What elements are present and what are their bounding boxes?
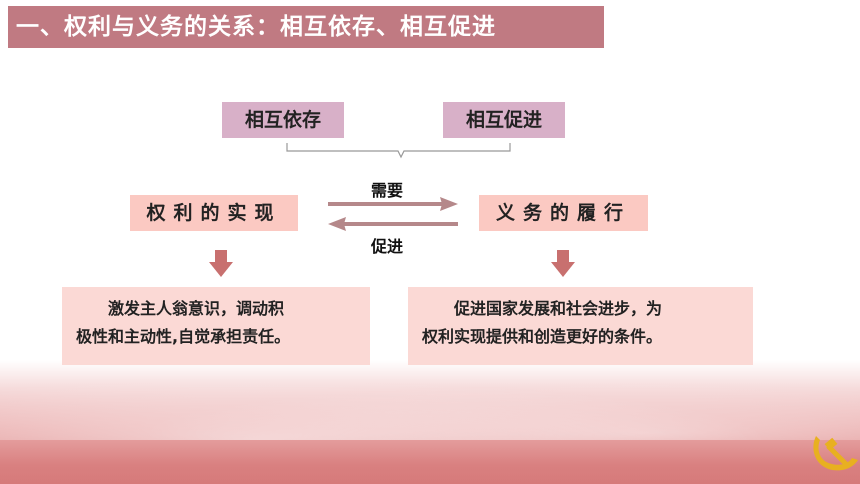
down-arrow-right [551,250,575,277]
description-rights-line1: 激发主人翁意识，调动积 [108,299,285,318]
tag-mutual-dependence: 相互依存 [222,102,344,138]
arrow-left [328,217,458,231]
party-emblem-icon [813,436,858,471]
description-rights: 激发主人翁意识，调动积 极性和主动性,自觉承担责任。 [62,287,370,365]
brace-connector [286,143,511,159]
background-wave [0,370,860,440]
description-rights-line2: 极性和主动性,自觉承担责任。 [76,327,291,346]
node-duty-fulfillment: 义务的履行 [479,195,648,231]
down-arrow-left [209,250,233,277]
node-rights-realization: 权利的实现 [130,195,298,231]
arrow-right [328,197,458,211]
arrow-label-promote: 促进 [371,237,404,256]
tag-mutual-promotion: 相互促进 [443,102,565,138]
description-duties-line2: 权利实现提供和创造更好的条件。 [422,327,663,346]
page-title: 一、权利与义务的关系：相互依存、相互促进 [8,6,604,48]
arrow-label-need: 需要 [371,181,404,200]
description-duties-line1: 促进国家发展和社会进步，为 [454,299,663,318]
description-duties: 促进国家发展和社会进步，为 权利实现提供和创造更好的条件。 [408,287,753,365]
